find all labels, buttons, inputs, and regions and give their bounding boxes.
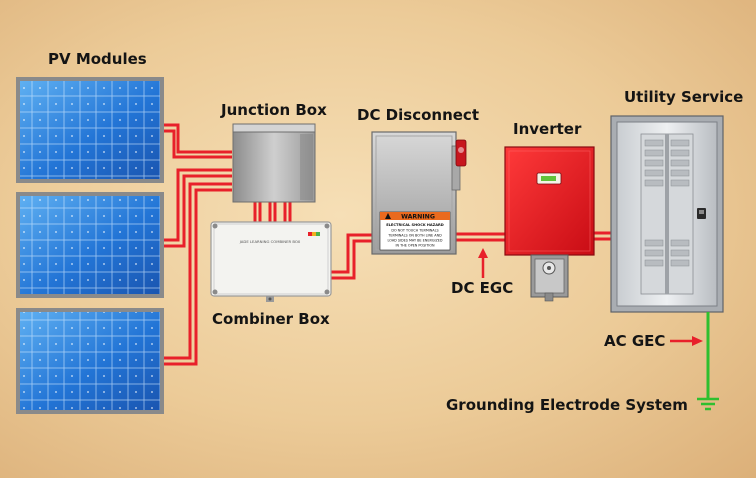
warning-line-1: ELECTRICAL SHOCK HAZARD [386, 223, 444, 227]
warning-line-3: TERMINALS ON BOTH LINE AND [387, 234, 442, 238]
warning-triangle-icon [385, 213, 391, 219]
combiner-status-indicator [308, 232, 320, 236]
ground-conductor [697, 312, 719, 411]
dc-disconnect-label: DC Disconnect [357, 106, 479, 124]
warning-line-5: IN THE OPEN POSITION [395, 244, 435, 248]
junction-box-label: Junction Box [221, 101, 327, 119]
dc-egc-arrow [478, 248, 488, 278]
panel-breakers [644, 139, 690, 267]
dc-egc-label: DC EGC [451, 279, 514, 297]
grounding-electrode-system-label: Grounding Electrode System [446, 396, 688, 414]
disconnect-handle [455, 139, 467, 167]
pv-module-2 [16, 192, 164, 298]
inverter-display [536, 172, 562, 185]
ac-gec-arrow [670, 336, 703, 346]
pv-module-1 [16, 77, 164, 183]
combiner-box-label: Combiner Box [212, 310, 330, 328]
ground-symbol-icon [697, 397, 719, 411]
junction-box [232, 123, 316, 203]
combiner-box: JADE LEARNING COMBINER BOX [210, 221, 332, 302]
combiner-nameplate: JADE LEARNING COMBINER BOX [239, 239, 301, 244]
utility-service-panel [610, 115, 724, 313]
dc-disconnect: WARNING ELECTRICAL SHOCK HAZARD DO NOT T… [371, 131, 467, 255]
inverter-label: Inverter [513, 120, 582, 138]
pv-module-3 [16, 308, 164, 414]
warning-label: WARNING ELECTRICAL SHOCK HAZARD DO NOT T… [379, 211, 451, 251]
ac-gec-label: AC GEC [604, 332, 666, 350]
warning-title: WARNING [401, 214, 435, 221]
warning-line-2: DO NOT TOUCH TERMINALS [391, 229, 438, 233]
warning-line-4: LOAD SIDES MAY BE ENERGIZED [387, 239, 442, 243]
pv-modules-label: PV Modules [48, 50, 147, 68]
inverter [504, 146, 595, 302]
utility-service-label: Utility Service [624, 88, 744, 106]
